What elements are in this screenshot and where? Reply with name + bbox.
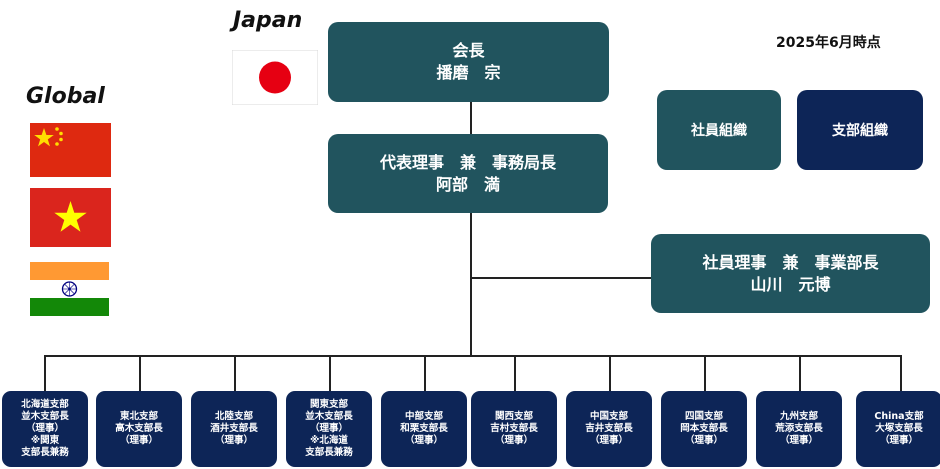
- japan-flag: [231, 49, 319, 109]
- branch-box-kansai: 関西支部 吉村支部長 （理事）: [471, 391, 557, 467]
- connector-drop: [609, 355, 611, 392]
- branch-line: 北海道支部: [21, 399, 69, 410]
- connector-chairman-rep: [470, 102, 472, 135]
- branch-box-chugoku: 中国支部 吉井支部長 （理事）: [566, 391, 652, 467]
- connector-staff-director: [471, 277, 651, 279]
- chairman-box: 会長 播磨 宗: [328, 22, 609, 102]
- branch-line: 荒添支部長: [775, 423, 823, 434]
- branch-box-hokkaido: 北海道支部 並木支部長 （理事） ※関東 支部長兼務: [2, 391, 88, 467]
- chairman-title: 会長: [452, 41, 485, 60]
- connector-drop: [234, 355, 236, 392]
- chairman-name: 播磨 宗: [436, 63, 501, 82]
- connector-rep-trunk: [470, 213, 472, 356]
- staff-org-legend: 社員組織: [657, 90, 781, 170]
- representative-name: 阿部 満: [435, 174, 500, 194]
- branch-org-legend: 支部組織: [797, 90, 923, 170]
- vietnam-flag: [30, 188, 111, 251]
- branch-line: 高木支部長: [115, 423, 163, 434]
- branch-line: 関西支部: [494, 411, 533, 422]
- branch-line: ※北海道: [310, 435, 348, 446]
- branch-org-label: 支部組織: [832, 123, 888, 139]
- india-flag: [30, 262, 109, 320]
- branch-line: 和栗支部長: [400, 423, 448, 434]
- branch-line: （理事）: [494, 435, 533, 446]
- branch-box-hokuriku: 北陸支部 酒井支部長 （理事）: [191, 391, 277, 467]
- branch-line: 支部長兼務: [305, 447, 353, 458]
- branch-line: 中部支部: [404, 411, 443, 422]
- date-label: 2025年6月時点: [776, 35, 881, 51]
- connector-drop: [900, 355, 902, 392]
- branch-line: 吉井支部長: [585, 423, 633, 434]
- branch-line: 並木支部長: [21, 411, 69, 422]
- branch-line: （理事）: [309, 423, 348, 434]
- branch-box-kyushu: 九州支部 荒添支部長 （理事）: [756, 391, 842, 467]
- connector-drop: [514, 355, 516, 392]
- branch-line: 岡本支部長: [680, 423, 728, 434]
- branch-line: 北陸支部: [214, 411, 253, 422]
- china-flag: [30, 123, 111, 181]
- connector-drop: [799, 355, 801, 392]
- branch-line: 大塚支部長: [875, 423, 923, 434]
- staff-director-name: 山川 元博: [750, 274, 831, 294]
- representative-box: 代表理事 兼 事務局長 阿部 満: [328, 134, 608, 213]
- branch-line: （理事）: [779, 435, 818, 446]
- staff-org-label: 社員組織: [691, 123, 747, 139]
- branch-box-china: China支部 大塚支部長 （理事）: [856, 391, 940, 467]
- staff-director-box: 社員理事 兼 事業部長 山川 元博: [651, 234, 930, 313]
- branch-line: 中国支部: [589, 411, 628, 422]
- branch-line: （理事）: [214, 435, 253, 446]
- branch-line: （理事）: [25, 423, 64, 434]
- connector-drop: [704, 355, 706, 392]
- branch-line: （理事）: [119, 435, 158, 446]
- branch-line: （理事）: [589, 435, 628, 446]
- japan-label: Japan: [233, 8, 303, 33]
- connector-drop: [329, 355, 331, 392]
- branch-box-tohoku: 東北支部 高木支部長 （理事）: [96, 391, 182, 467]
- branch-line: 東北支部: [119, 411, 158, 422]
- branch-box-kanto: 関東支部 並木支部長 （理事） ※北海道 支部長兼務: [286, 391, 372, 467]
- branch-line: 九州支部: [779, 411, 818, 422]
- branch-line: 酒井支部長: [210, 423, 258, 434]
- branch-line: （理事）: [684, 435, 723, 446]
- branch-line: ※関東: [30, 435, 60, 446]
- global-label: Global: [26, 84, 105, 109]
- representative-title: 代表理事 兼 事務局長: [379, 152, 556, 172]
- branch-line: 吉村支部長: [490, 423, 538, 434]
- branch-box-chubu: 中部支部 和栗支部長 （理事）: [381, 391, 467, 467]
- staff-director-title: 社員理事 兼 事業部長: [702, 252, 879, 272]
- connector-drop: [424, 355, 426, 392]
- branch-line: 四国支部: [684, 411, 723, 422]
- branch-line: 支部長兼務: [21, 447, 69, 458]
- connector-drop: [139, 355, 141, 392]
- branch-box-shikoku: 四国支部 岡本支部長 （理事）: [661, 391, 747, 467]
- connector-branch-bus: [44, 355, 902, 357]
- connector-drop: [44, 355, 46, 391]
- branch-line: 並木支部長: [305, 411, 353, 422]
- branch-line: 関東支部: [309, 399, 348, 410]
- branch-line: China支部: [874, 411, 924, 422]
- branch-line: （理事）: [879, 435, 918, 446]
- branch-line: （理事）: [404, 435, 443, 446]
